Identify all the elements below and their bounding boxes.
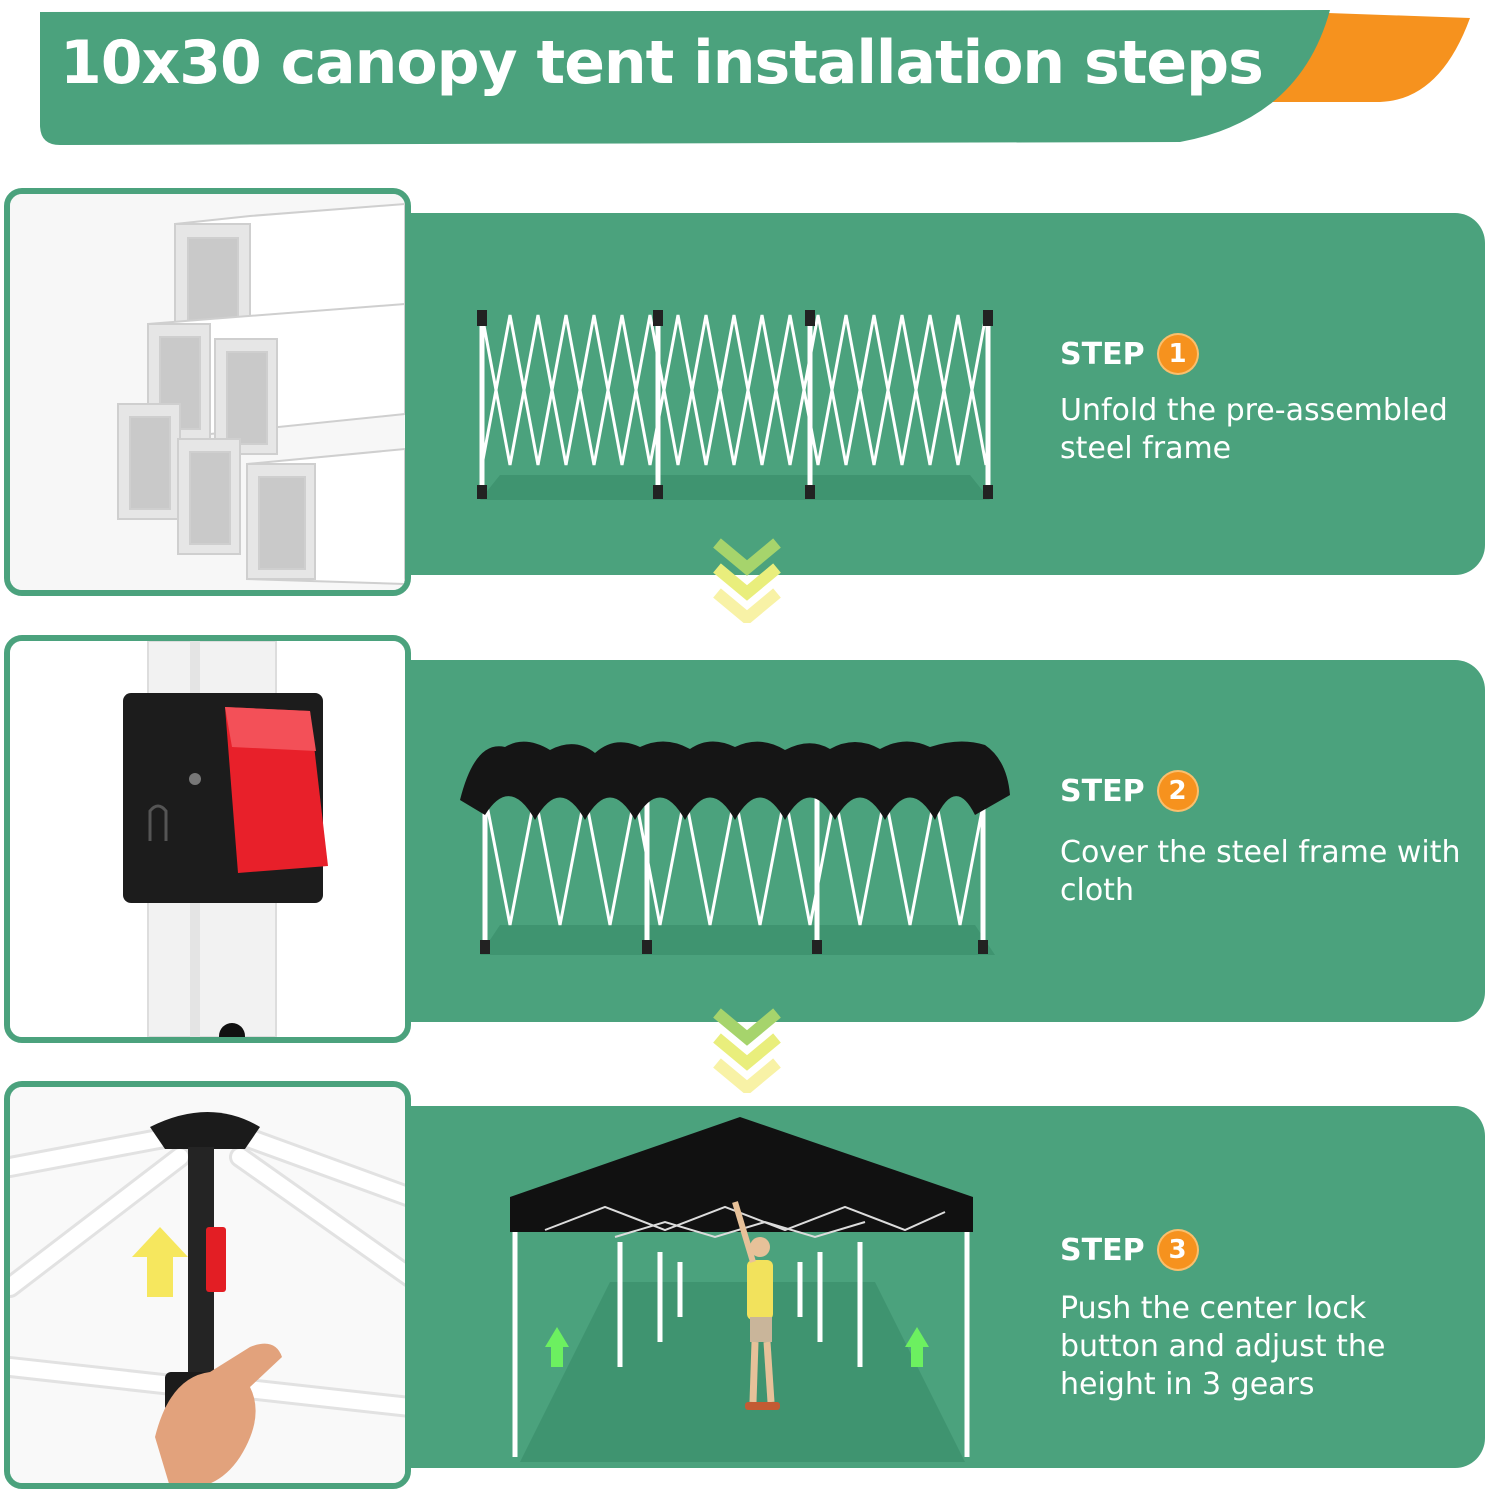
center-lock-push-icon	[10, 1087, 405, 1483]
red-lock-button-icon	[10, 641, 405, 1037]
step-1-label: STEP	[1060, 336, 1145, 372]
step-3-heading: STEP 3	[1060, 1231, 1197, 1269]
step-2-photo	[4, 635, 411, 1043]
step-3-label: STEP	[1060, 1232, 1145, 1268]
step-1-number-badge: 1	[1158, 335, 1197, 373]
steel-tubes-icon	[10, 194, 405, 590]
step-2-label: STEP	[1060, 773, 1145, 809]
step-1-heading: STEP 1	[1060, 335, 1197, 373]
down-chevron-icon	[712, 538, 782, 627]
open-canopy-tent-icon	[495, 1112, 985, 1467]
step-3-description: Push the center lock button and adjust t…	[1060, 1291, 1386, 1402]
step-1-panel	[370, 213, 1485, 575]
frame-with-cloth-icon	[455, 735, 1015, 960]
banner-title: 10x30 canopy tent installation steps	[60, 28, 1264, 98]
step-1-photo	[4, 188, 411, 596]
title-banner: 10x30 canopy tent installation steps	[0, 0, 1489, 160]
step-3-photo	[4, 1081, 411, 1489]
folded-frame-icon	[470, 305, 1000, 505]
step-2-description: Cover the steel frame with cloth	[1060, 835, 1461, 908]
step-1-description: Unfold the pre-assembled steel frame	[1060, 393, 1448, 466]
down-chevron-icon	[712, 1008, 782, 1097]
step-3-number-badge: 3	[1158, 1231, 1197, 1269]
step-2-heading: STEP 2	[1060, 772, 1197, 810]
banner-shape	[40, 10, 1470, 145]
step-2-number-badge: 2	[1158, 772, 1197, 810]
